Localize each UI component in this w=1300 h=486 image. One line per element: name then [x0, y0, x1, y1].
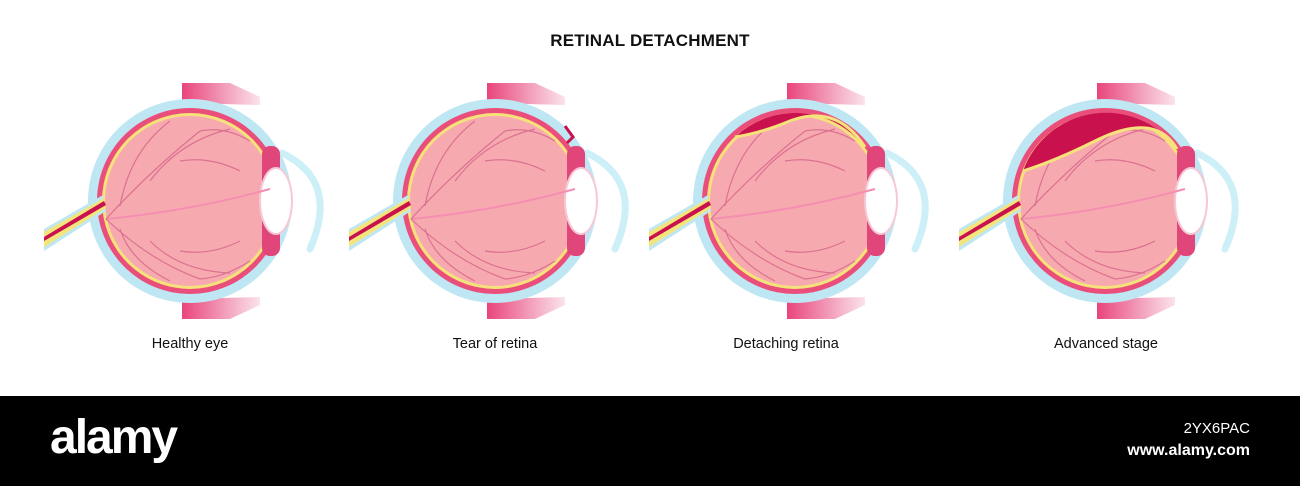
eye-advanced	[959, 83, 1235, 319]
watermark-footer: alamy 2YX6PAC www.alamy.com	[0, 396, 1300, 486]
stage-label-healthy: Healthy eye	[151, 336, 229, 352]
image-id: 2YX6PAC	[1183, 420, 1250, 437]
brand-logo: alamy	[50, 411, 178, 464]
eye-diagram	[0, 0, 1300, 396]
detached-space	[735, 112, 865, 147]
eye-tear	[349, 83, 625, 319]
eye-healthy	[44, 83, 320, 319]
page-title: RETINAL DETACHMENT	[550, 31, 750, 50]
site-url: www.alamy.com	[1127, 442, 1250, 459]
stage-label-tear: Tear of retina	[452, 336, 538, 352]
eye-detaching	[649, 83, 925, 319]
stage-label-detaching: Detaching retina	[733, 336, 839, 352]
stage-label-advanced: Advanced stage	[1054, 336, 1158, 352]
